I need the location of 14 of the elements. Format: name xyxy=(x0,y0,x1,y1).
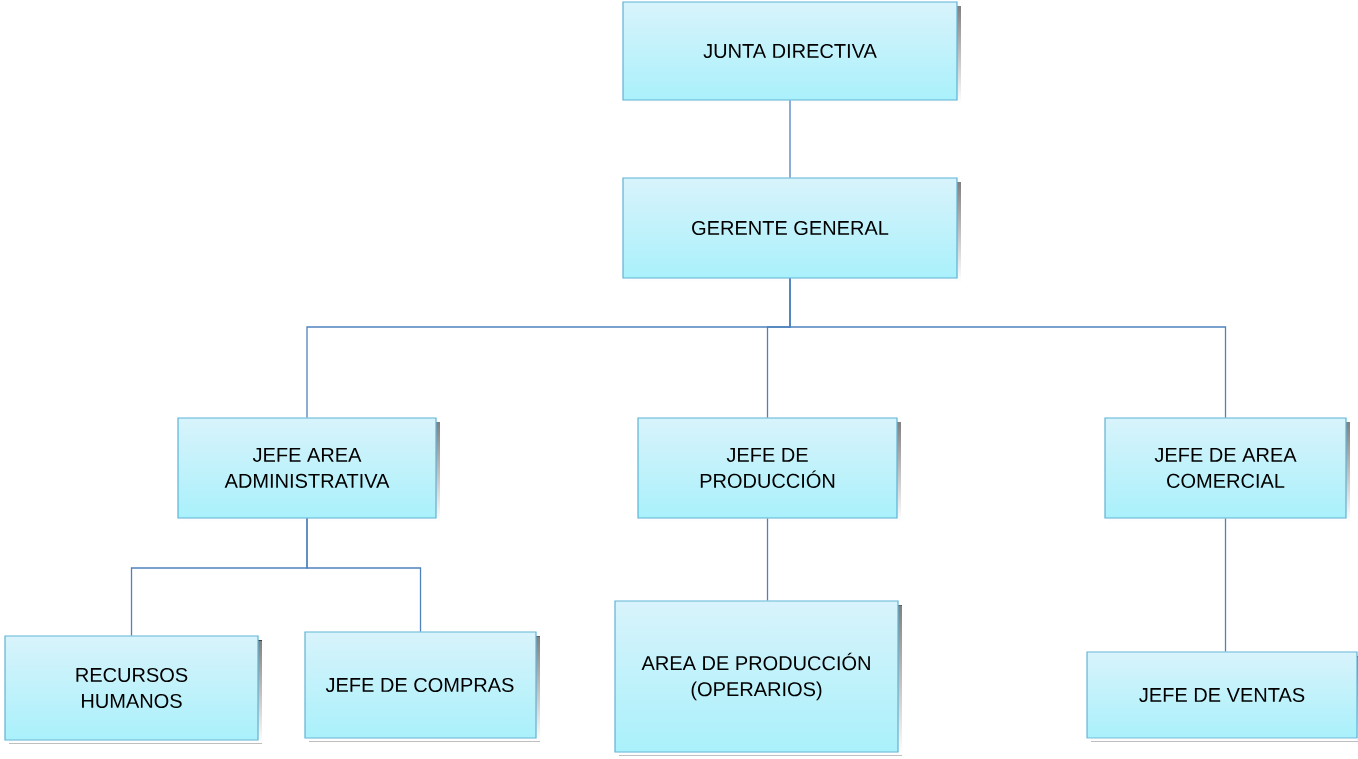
org-box: JEFE AREA ADMINISTRATIVA xyxy=(177,417,440,522)
connector-line xyxy=(306,517,422,633)
connector-line xyxy=(766,517,769,602)
connector-line xyxy=(789,99,791,179)
connector-line xyxy=(789,277,1227,419)
org-box: RECURSOS HUMANOS xyxy=(4,635,262,744)
org-box: JUNTA DIRECTIVA xyxy=(622,1,961,104)
org-box: JEFE DE PRODUCCIÓN xyxy=(637,417,901,522)
org-box: AREA DE PRODUCCIÓN (OPERARIOS) xyxy=(614,600,902,756)
org-box: JEFE DE COMPRAS xyxy=(304,631,540,742)
org-box: GERENTE GENERAL xyxy=(622,177,961,282)
org-box: JEFE DE VENTAS xyxy=(1086,651,1358,742)
connector-line xyxy=(1224,517,1227,653)
org-box: JEFE DE AREA COMERCIAL xyxy=(1104,417,1350,522)
